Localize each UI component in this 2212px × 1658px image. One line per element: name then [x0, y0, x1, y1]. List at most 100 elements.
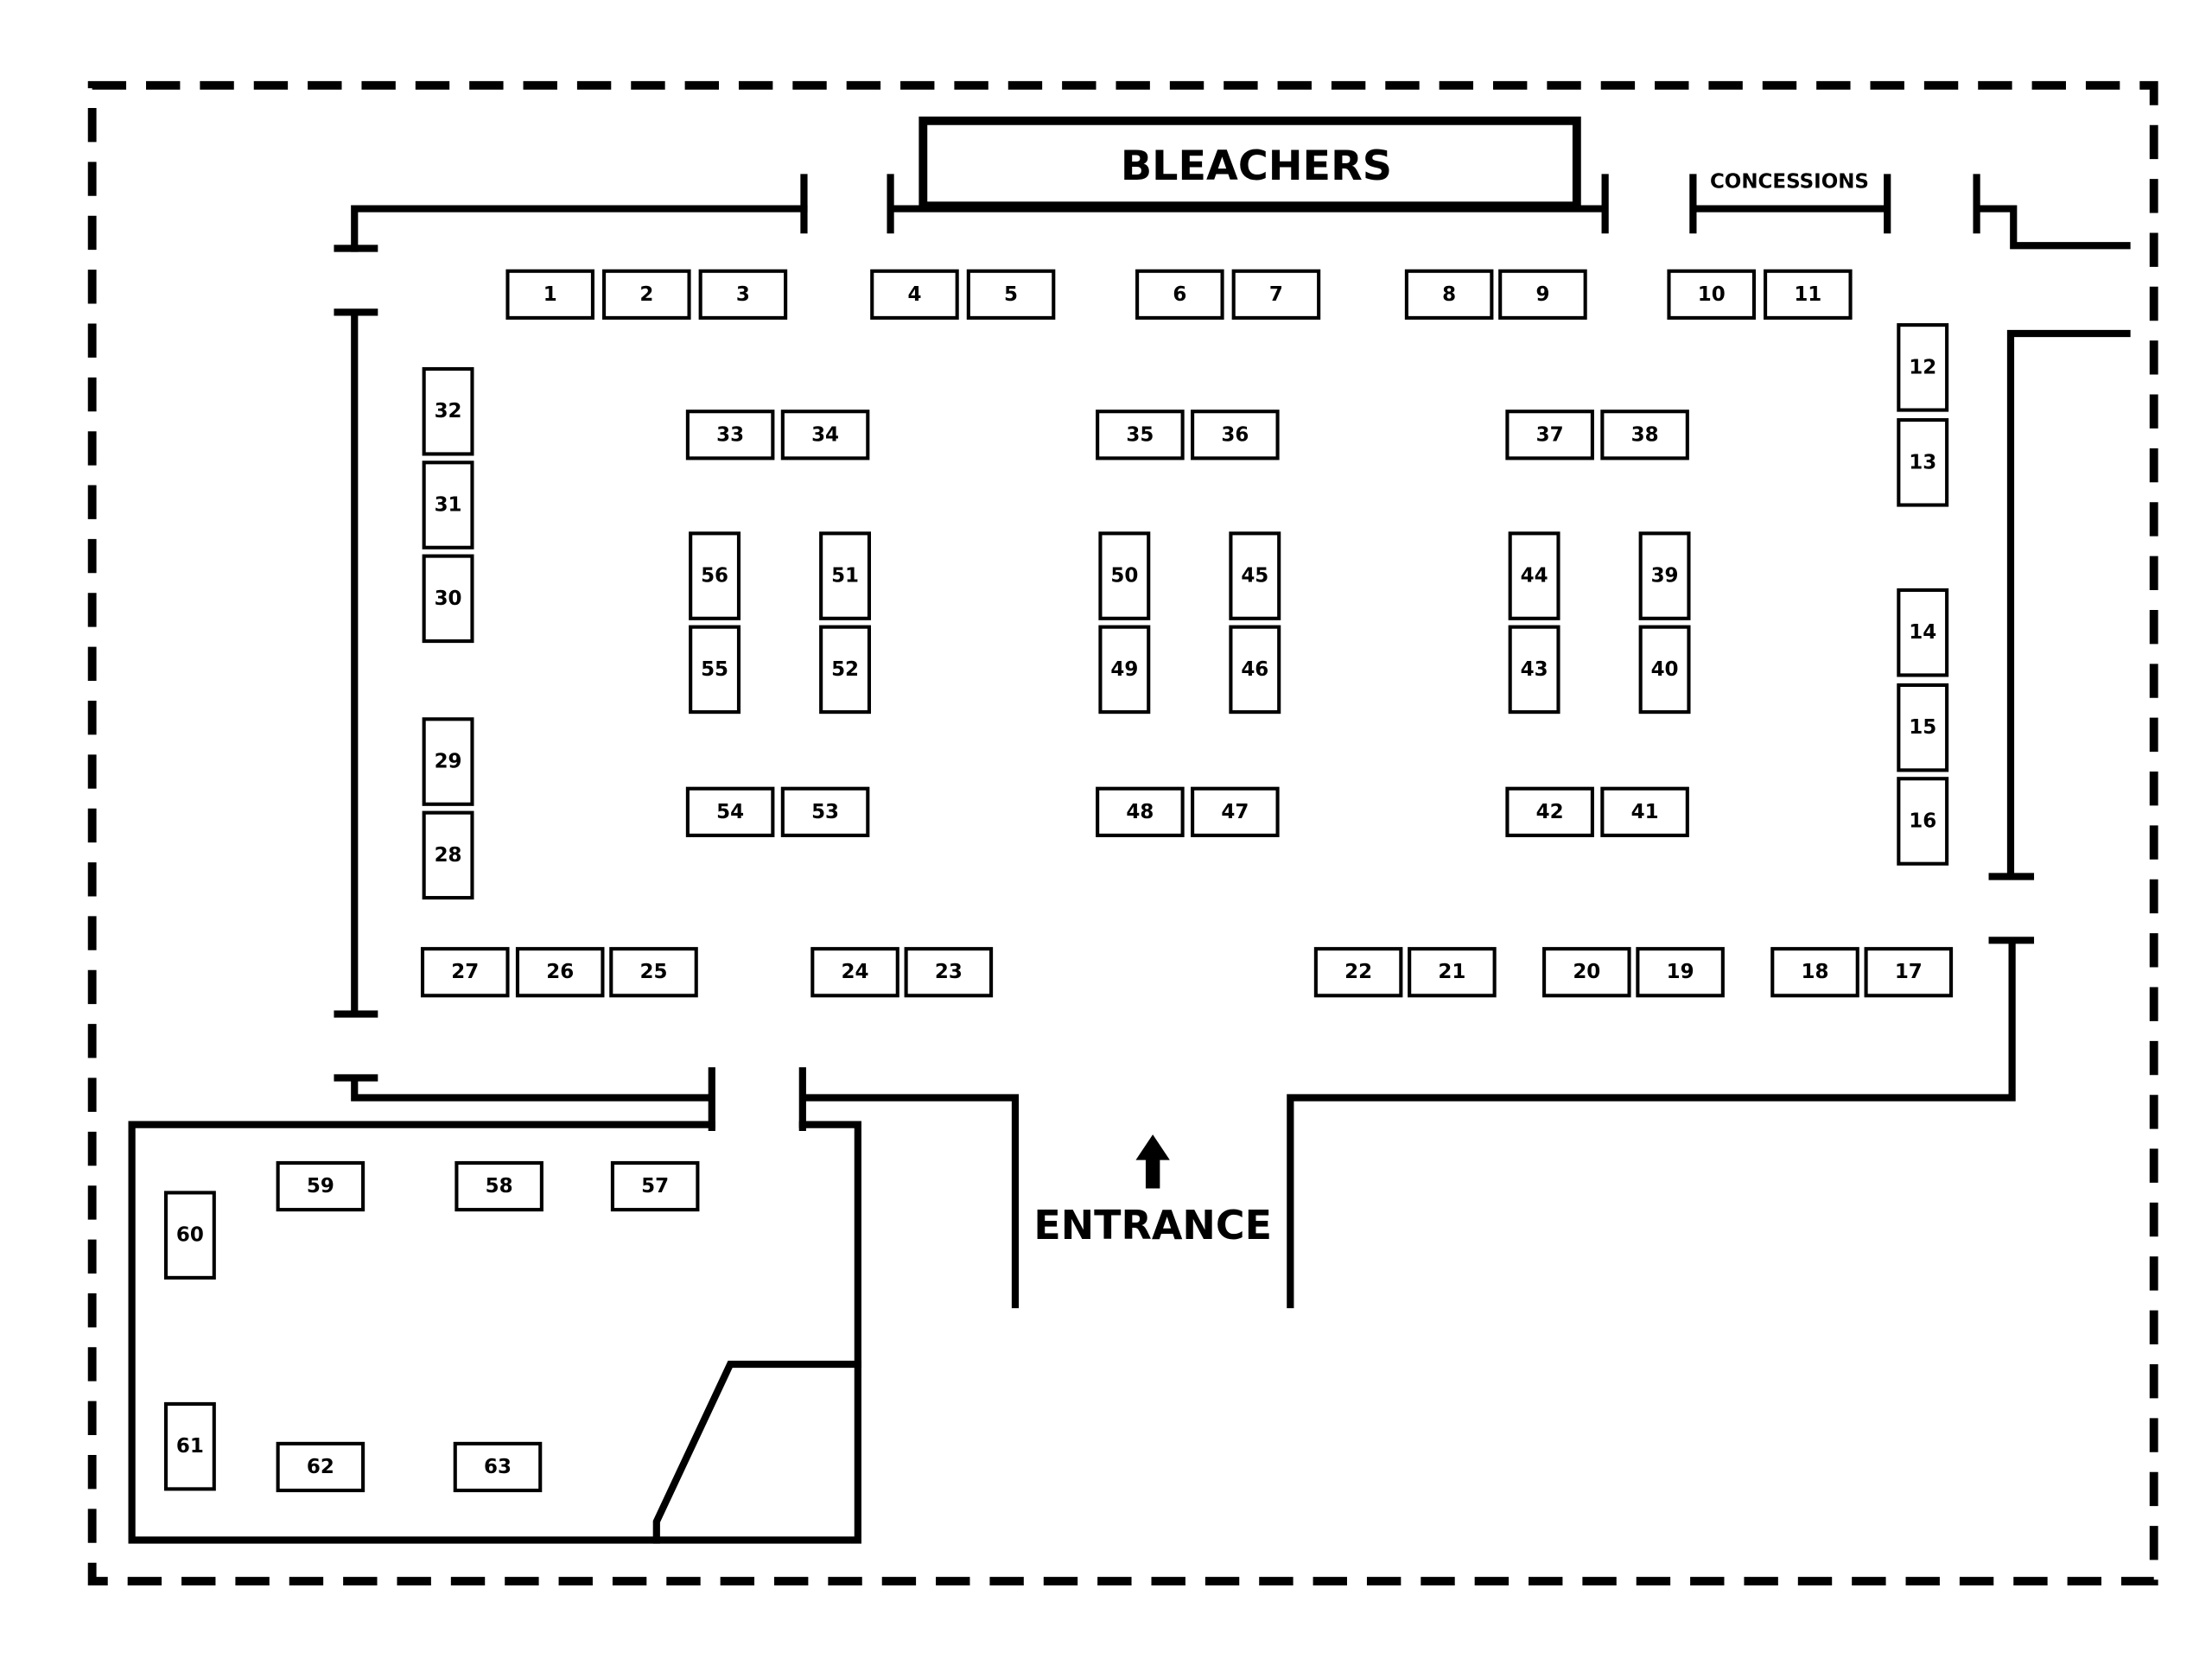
booth-44[interactable]: 44 [1508, 531, 1560, 620]
booth-number: 47 [1221, 801, 1249, 823]
booth-32[interactable]: 32 [422, 366, 474, 456]
booth-35[interactable]: 35 [1096, 410, 1185, 461]
booth-46[interactable]: 46 [1229, 625, 1281, 715]
booth-number: 61 [176, 1435, 204, 1458]
booth-25[interactable]: 25 [609, 947, 698, 998]
booth-40[interactable]: 40 [1638, 625, 1691, 715]
booth-outline [1897, 683, 1949, 772]
booth-61[interactable]: 61 [163, 1401, 216, 1491]
booth-number: 35 [1126, 423, 1154, 446]
booth-36[interactable]: 36 [1191, 410, 1280, 461]
booth-34[interactable]: 34 [780, 410, 870, 461]
booth-12[interactable]: 12 [1897, 323, 1949, 412]
booth-31[interactable]: 31 [422, 461, 474, 549]
booth-43[interactable]: 43 [1508, 625, 1560, 715]
booth-57[interactable]: 57 [610, 1160, 700, 1212]
booth-outline [780, 786, 870, 837]
booth-outline [1313, 947, 1403, 998]
booth-13[interactable]: 13 [1897, 418, 1949, 507]
booth-number: 39 [1651, 565, 1679, 588]
booth-53[interactable]: 53 [780, 786, 870, 837]
booth-4[interactable]: 4 [870, 269, 959, 320]
booth-60[interactable]: 60 [163, 1191, 216, 1280]
booth-number: 7 [1269, 283, 1283, 306]
booth-outline [689, 531, 741, 620]
booth-6[interactable]: 6 [1135, 269, 1224, 320]
booth-23[interactable]: 23 [904, 947, 994, 998]
booth-outline [1600, 786, 1689, 837]
booth-outline [1770, 947, 1859, 998]
booth-11[interactable]: 11 [1764, 269, 1853, 320]
booth-29[interactable]: 29 [422, 717, 474, 806]
booth-37[interactable]: 37 [1505, 410, 1594, 461]
booth-outline [810, 947, 899, 998]
booth-outline [1498, 269, 1587, 320]
booth-3[interactable]: 3 [698, 269, 788, 320]
booth-33[interactable]: 33 [685, 410, 775, 461]
booth-58[interactable]: 58 [454, 1160, 543, 1212]
booth-28[interactable]: 28 [422, 810, 474, 900]
booth-outline [1764, 269, 1853, 320]
booth-18[interactable]: 18 [1770, 947, 1859, 998]
booth-number: 18 [1802, 961, 1829, 983]
booth-5[interactable]: 5 [966, 269, 1056, 320]
booth-39[interactable]: 39 [1638, 531, 1691, 620]
booth-8[interactable]: 8 [1404, 269, 1494, 320]
booth-number: 58 [486, 1175, 513, 1197]
booth-9[interactable]: 9 [1498, 269, 1587, 320]
booth-number: 9 [1535, 283, 1549, 306]
booth-54[interactable]: 54 [685, 786, 775, 837]
booth-number: 63 [484, 1456, 512, 1478]
entrance: ENTRANCE [1033, 1134, 1272, 1248]
booth-10[interactable]: 10 [1667, 269, 1756, 320]
booth-15[interactable]: 15 [1897, 683, 1949, 772]
booth-number: 11 [1794, 283, 1821, 306]
booth-number: 60 [176, 1224, 204, 1247]
booth-56[interactable]: 56 [689, 531, 741, 620]
booth-17[interactable]: 17 [1864, 947, 1954, 998]
booth-outline [610, 1160, 700, 1212]
booth-number: 49 [1110, 658, 1138, 681]
booth-number: 20 [1573, 961, 1600, 983]
booth-45[interactable]: 45 [1229, 531, 1281, 620]
booth-52[interactable]: 52 [819, 625, 871, 715]
booth-55[interactable]: 55 [689, 625, 741, 715]
booth-2[interactable]: 2 [602, 269, 691, 320]
booth-outline [1135, 269, 1224, 320]
booth-51[interactable]: 51 [819, 531, 871, 620]
booth-41[interactable]: 41 [1600, 786, 1689, 837]
booth-number: 28 [435, 844, 462, 867]
booth-42[interactable]: 42 [1505, 786, 1594, 837]
booth-outline [1508, 625, 1560, 715]
booth-outline [1864, 947, 1954, 998]
booth-number: 36 [1221, 423, 1249, 446]
booth-30[interactable]: 30 [422, 554, 474, 644]
booth-38[interactable]: 38 [1600, 410, 1689, 461]
booth-62[interactable]: 62 [276, 1441, 365, 1493]
booth-27[interactable]: 27 [420, 947, 510, 998]
booth-outline [1505, 786, 1594, 837]
booth-20[interactable]: 20 [1542, 947, 1631, 998]
booth-49[interactable]: 49 [1098, 625, 1151, 715]
booth-24[interactable]: 24 [810, 947, 899, 998]
booth-22[interactable]: 22 [1313, 947, 1403, 998]
booth-number: 29 [435, 751, 462, 773]
booth-48[interactable]: 48 [1096, 786, 1185, 837]
booth-26[interactable]: 26 [515, 947, 605, 998]
booth-47[interactable]: 47 [1191, 786, 1280, 837]
booth-1[interactable]: 1 [505, 269, 594, 320]
booth-19[interactable]: 19 [1636, 947, 1725, 998]
booth-50[interactable]: 50 [1098, 531, 1151, 620]
booth-number: 34 [811, 423, 839, 446]
booth-outline [1600, 410, 1689, 461]
booth-7[interactable]: 7 [1231, 269, 1321, 320]
booth-21[interactable]: 21 [1408, 947, 1497, 998]
booth-outline [685, 410, 775, 461]
booth-number: 5 [1004, 283, 1018, 306]
booth-number: 22 [1344, 961, 1372, 983]
booth-outline [422, 554, 474, 644]
booth-16[interactable]: 16 [1897, 777, 1949, 866]
booth-14[interactable]: 14 [1897, 588, 1949, 677]
booth-63[interactable]: 63 [453, 1441, 543, 1493]
booth-59[interactable]: 59 [276, 1160, 365, 1212]
